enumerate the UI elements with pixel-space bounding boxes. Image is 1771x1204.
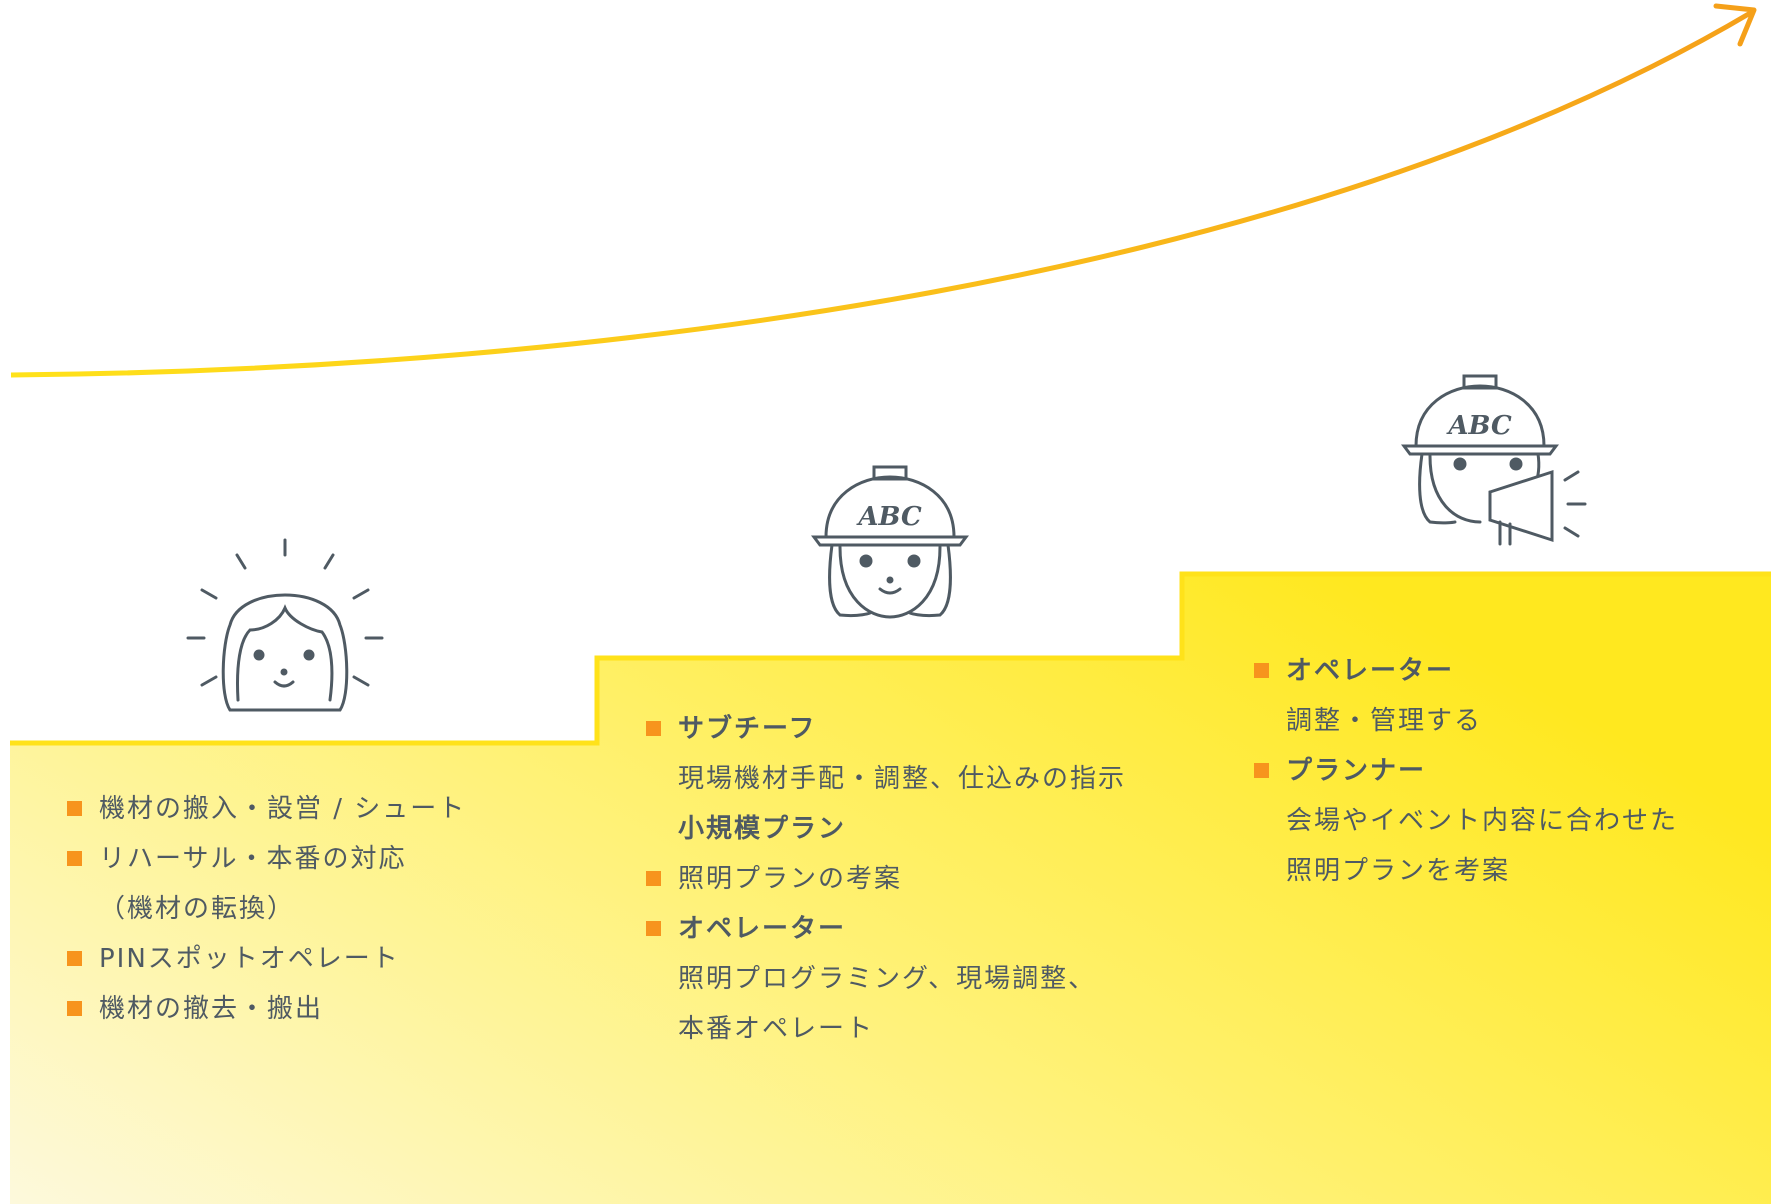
item-heading: サブチーフ	[678, 714, 817, 744]
item-text: 機材の撤去・搬出	[99, 994, 324, 1024]
list-item: 照明プログラミング、現場調整、	[678, 954, 1126, 1004]
item-text: 照明プランを考案	[1286, 856, 1511, 886]
list-item: プランナー	[1254, 746, 1678, 796]
face-idea-icon	[186, 538, 384, 712]
item-heading: オペレーター	[678, 914, 847, 944]
step-outline	[10, 571, 1771, 746]
item-text: PINスポットオペレート	[99, 944, 400, 974]
list-item: PINスポットオペレート	[67, 934, 466, 984]
list-item: リハーサル・本番の対応	[67, 834, 466, 884]
step-2-duties: サブチーフ 現場機材手配・調整、仕込みの指示 小規模プラン 照明プランの考案 オ…	[646, 704, 1126, 1054]
list-item: 会場やイベント内容に合わせた	[1286, 796, 1678, 846]
helmet-logo: ABC	[1445, 411, 1512, 441]
list-item: オペレーター	[1254, 646, 1678, 696]
bullet-icon	[646, 921, 661, 936]
item-text: 照明プログラミング、現場調整、	[678, 964, 1097, 994]
bullet-icon	[1254, 663, 1269, 678]
list-item: サブチーフ	[646, 704, 1126, 754]
bullet-icon	[67, 801, 82, 816]
item-text: 照明プランの考案	[678, 864, 903, 894]
list-item: オペレーター	[646, 904, 1126, 954]
bullet-icon	[646, 721, 661, 736]
face-helmet-icon: ABC	[811, 465, 969, 619]
face-helmet-megaphone-icon: ABC	[1401, 374, 1587, 546]
list-item: 照明プランを考案	[1286, 846, 1678, 896]
list-item: 調整・管理する	[1286, 696, 1678, 746]
item-text: リハーサル・本番の対応	[99, 844, 407, 874]
bullet-icon	[67, 951, 82, 966]
helmet-logo: ABC	[855, 502, 922, 532]
list-item: 照明プランの考案	[646, 854, 1126, 904]
bullet-icon	[646, 871, 661, 886]
item-text: 本番オペレート	[678, 1014, 875, 1044]
item-text: 現場機材手配・調整、仕込みの指示	[678, 764, 1127, 794]
list-item: 本番オペレート	[678, 1004, 1126, 1054]
item-text: 会場やイベント内容に合わせた	[1286, 806, 1679, 836]
step-fill	[10, 574, 1771, 1204]
growth-arrow	[10, 9, 1754, 378]
step-3-duties: オペレーター 調整・管理する プランナー 会場やイベント内容に合わせた 照明プラ…	[1254, 646, 1678, 896]
item-heading: 小規模プラン	[678, 814, 847, 844]
list-item: 機材の撤去・搬出	[67, 984, 466, 1034]
list-item: 機材の搬入・設営 / シュート	[67, 784, 467, 834]
item-heading: オペレーター	[1286, 656, 1455, 686]
bullet-icon	[67, 1001, 82, 1016]
list-item: （機材の転換）	[99, 884, 466, 934]
list-item: 現場機材手配・調整、仕込みの指示	[678, 754, 1126, 804]
bullet-icon	[67, 851, 82, 866]
item-text: （機材の転換）	[99, 894, 296, 924]
step-1-duties: 機材の搬入・設営 / シュート リハーサル・本番の対応 （機材の転換） PINス…	[67, 784, 467, 1034]
list-item: 小規模プラン	[678, 804, 1126, 854]
item-heading: プランナー	[1286, 756, 1427, 786]
bullet-icon	[1254, 763, 1269, 778]
item-text: 機材の搬入・設営 / シュート	[99, 794, 467, 824]
arrow-head-icon	[1713, 3, 1757, 47]
item-text: 調整・管理する	[1286, 706, 1483, 736]
